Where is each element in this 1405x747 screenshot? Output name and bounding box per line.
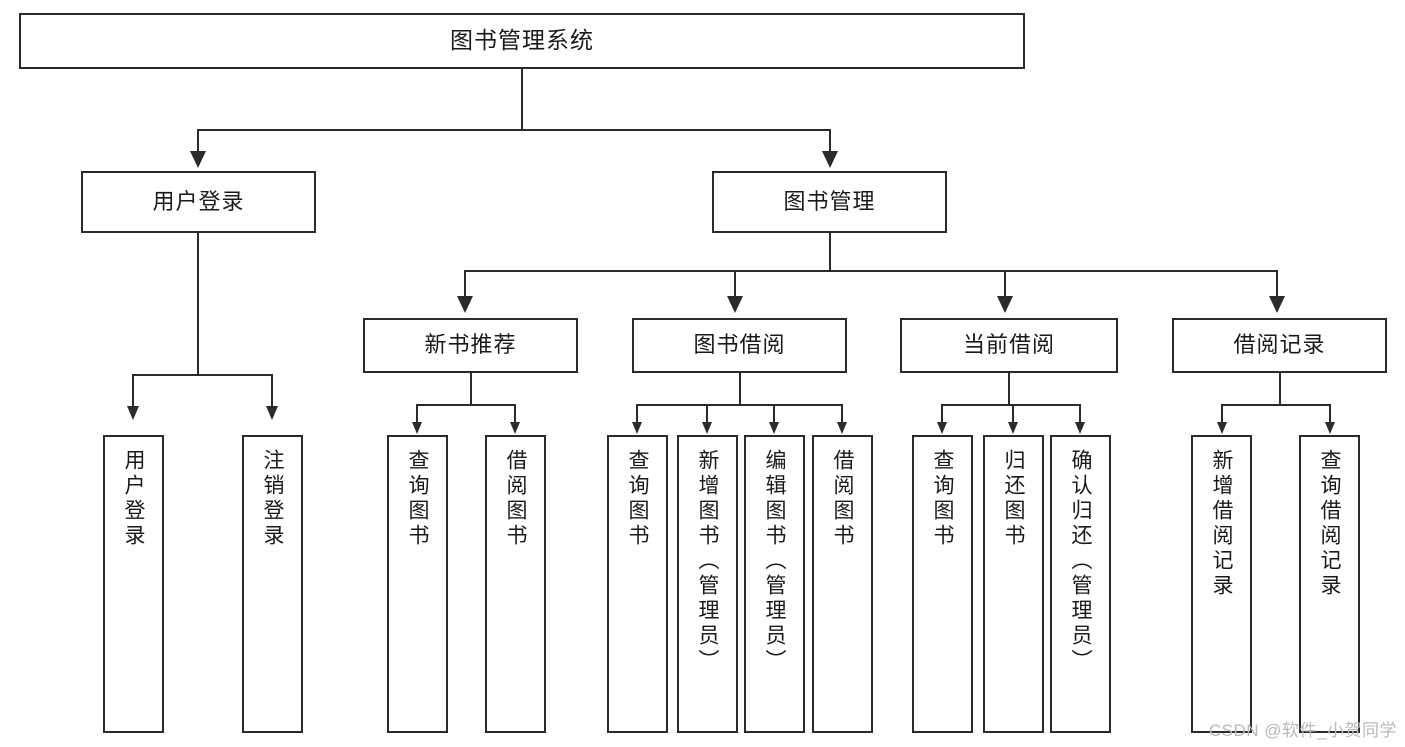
connector-book-borrow-stem — [739, 373, 741, 406]
connector-book-borrow-leaf1 — [636, 404, 638, 424]
node-label: 编辑图书（管理员） — [763, 449, 786, 674]
connector-current-borrow-leaf1 — [941, 404, 943, 424]
connector-to-new-book-recommend — [464, 270, 466, 298]
connector-current-borrow-leaf2 — [1012, 404, 1014, 424]
connector-level2-bus — [464, 270, 1278, 272]
node-label: 确认归还（管理员） — [1069, 449, 1092, 674]
connector-to-current-borrow — [1004, 270, 1006, 298]
arrowhead-leaf-query-record — [1325, 422, 1335, 434]
connector-to-book-manage — [829, 129, 831, 153]
connector-root-stem — [521, 69, 523, 130]
connector-book-borrow-leafbus — [636, 404, 843, 406]
node-label: 新增图书（管理员） — [696, 449, 719, 674]
arrowhead-borrow-record — [1269, 296, 1285, 313]
node-root-system[interactable]: 图书管理系统 — [19, 13, 1025, 69]
connector-book-borrow-leaf2 — [706, 404, 708, 424]
node-book-manage[interactable]: 图书管理 — [712, 171, 947, 233]
node-label: 新增借阅记录 — [1210, 449, 1233, 599]
node-label: 查询图书 — [406, 449, 429, 549]
node-label: 当前借阅 — [962, 332, 1055, 358]
node-leaf-borrow-book-1[interactable]: 借阅图书 — [485, 435, 546, 733]
connector-new-book-leafbus — [416, 404, 515, 406]
node-label: 借阅图书 — [831, 449, 854, 549]
node-label: 新书推荐 — [424, 332, 517, 358]
node-label: 归还图书 — [1002, 449, 1025, 549]
connector-book-borrow-leaf3 — [773, 404, 775, 424]
arrowhead-leaf-query-book-1 — [412, 422, 422, 434]
node-label: 注销登录 — [261, 449, 284, 549]
node-current-borrow[interactable]: 当前借阅 — [900, 318, 1118, 373]
connector-borrow-record-leaf2 — [1329, 404, 1331, 424]
connector-level1-bus — [197, 129, 831, 131]
connector-current-borrow-leaf3 — [1079, 404, 1081, 424]
node-user-login[interactable]: 用户登录 — [81, 171, 316, 233]
node-label: 借阅记录 — [1233, 332, 1326, 358]
arrowhead-new-book-recommend — [457, 296, 473, 313]
arrowhead-leaf-query-book-2 — [632, 422, 642, 434]
arrowhead-leaf-confirm-return — [1075, 422, 1085, 434]
arrowhead-book-borrow — [727, 296, 743, 313]
node-label: 查询图书 — [931, 449, 954, 549]
connector-current-borrow-stem — [1008, 373, 1010, 406]
connector-new-book-leaf2 — [514, 404, 516, 424]
watermark-text: CSDN @软件_小贺同学 — [1208, 721, 1397, 740]
node-leaf-query-book-2[interactable]: 查询图书 — [607, 435, 668, 733]
node-leaf-logout-login[interactable]: 注销登录 — [242, 435, 303, 733]
node-label: 图书管理 — [783, 188, 876, 214]
node-leaf-user-login[interactable]: 用户登录 — [103, 435, 164, 733]
node-leaf-query-book-1[interactable]: 查询图书 — [387, 435, 448, 733]
arrowhead-leaf-logout-login — [266, 406, 278, 420]
node-label: 查询图书 — [626, 449, 649, 549]
connector-to-borrow-record — [1276, 270, 1278, 298]
arrowhead-leaf-edit-book — [769, 422, 779, 434]
node-label: 图书管理系统 — [450, 27, 594, 54]
connector-book-manage-stem — [829, 233, 831, 271]
connector-new-book-leaf1 — [416, 404, 418, 424]
node-leaf-add-record[interactable]: 新增借阅记录 — [1191, 435, 1252, 733]
connector-user-login-stem — [197, 233, 199, 375]
connector-user-login-leaf1 — [132, 374, 134, 408]
arrowhead-current-borrow — [997, 296, 1013, 313]
connector-current-borrow-leafbus — [941, 404, 1081, 406]
connector-borrow-record-stem — [1279, 373, 1281, 406]
arrowhead-book-manage — [822, 151, 838, 168]
connector-book-borrow-leaf4 — [841, 404, 843, 424]
connector-to-user-login — [197, 129, 199, 153]
node-book-borrow[interactable]: 图书借阅 — [632, 318, 847, 373]
node-borrow-record[interactable]: 借阅记录 — [1172, 318, 1387, 373]
node-leaf-borrow-book-2[interactable]: 借阅图书 — [812, 435, 873, 733]
node-new-book-recommend[interactable]: 新书推荐 — [363, 318, 578, 373]
connector-new-book-stem — [470, 373, 472, 406]
node-label: 借阅图书 — [504, 449, 527, 549]
arrowhead-leaf-query-book-3 — [937, 422, 947, 434]
arrowhead-leaf-add-book — [702, 422, 712, 434]
connector-borrow-record-leaf1 — [1221, 404, 1223, 424]
node-leaf-query-record[interactable]: 查询借阅记录 — [1299, 435, 1360, 733]
node-leaf-query-book-3[interactable]: 查询图书 — [912, 435, 973, 733]
node-leaf-add-book[interactable]: 新增图书（管理员） — [677, 435, 738, 733]
arrowhead-leaf-add-record — [1217, 422, 1227, 434]
node-label: 用户登录 — [152, 188, 245, 214]
node-label: 用户登录 — [122, 449, 145, 549]
connector-to-book-borrow — [734, 270, 736, 298]
connector-user-login-leaf2 — [271, 374, 273, 408]
node-label: 查询借阅记录 — [1318, 449, 1341, 599]
node-leaf-return-book[interactable]: 归还图书 — [983, 435, 1044, 733]
arrowhead-leaf-borrow-book-2 — [837, 422, 847, 434]
node-leaf-confirm-return[interactable]: 确认归还（管理员） — [1050, 435, 1111, 733]
connector-user-login-leafbus — [132, 374, 273, 376]
arrowhead-leaf-borrow-book-1 — [510, 422, 520, 434]
node-leaf-edit-book[interactable]: 编辑图书（管理员） — [744, 435, 805, 733]
arrowhead-leaf-return-book — [1008, 422, 1018, 434]
arrowhead-user-login — [190, 151, 206, 168]
arrowhead-leaf-user-login — [127, 406, 139, 420]
node-label: 图书借阅 — [693, 332, 786, 358]
connector-borrow-record-leafbus — [1221, 404, 1330, 406]
